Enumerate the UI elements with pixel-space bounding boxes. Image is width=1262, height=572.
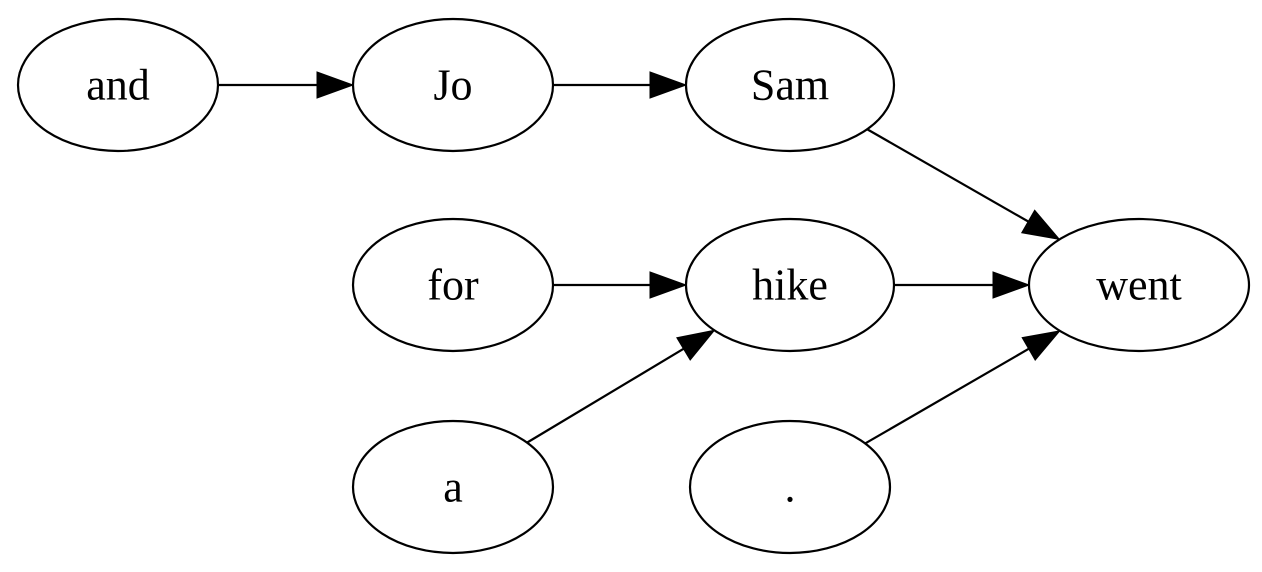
node-ellipse — [684, 17, 896, 153]
edge-dot-went — [864, 330, 1062, 445]
node-jo: Jo — [351, 17, 555, 153]
node-ellipse — [351, 419, 555, 555]
node-hike: hike — [684, 217, 896, 353]
edge-sam-went — [866, 128, 1061, 241]
edge-and-jo — [218, 71, 355, 99]
node-label: . — [785, 463, 796, 512]
arrowhead-icon — [1020, 209, 1061, 241]
node-label: for — [427, 261, 479, 310]
edge-hike-went — [894, 271, 1031, 299]
node-ellipse — [684, 217, 896, 353]
node-label: Jo — [433, 61, 472, 110]
edges-layer — [218, 71, 1062, 445]
node-label: Sam — [751, 61, 829, 110]
node-label: a — [443, 463, 463, 512]
edge-for-hike — [553, 271, 688, 299]
node-label: hike — [752, 261, 828, 310]
node-label: and — [86, 61, 150, 110]
node-ellipse — [351, 17, 555, 153]
edge-a-hike — [526, 329, 716, 444]
arrowhead-icon — [676, 329, 716, 361]
node-and: and — [16, 17, 220, 153]
node-ellipse — [351, 217, 555, 353]
edge-jo-sam — [553, 71, 688, 99]
edge-line — [866, 128, 1029, 223]
node-dot: . — [688, 419, 892, 555]
arrowhead-icon — [649, 71, 688, 99]
node-for: for — [351, 217, 555, 353]
arrowhead-icon — [1021, 330, 1062, 361]
node-ellipse — [1027, 217, 1251, 353]
arrowhead-icon — [992, 271, 1031, 299]
arrowhead-icon — [316, 71, 355, 99]
edge-line — [864, 347, 1030, 445]
node-sam: Sam — [684, 17, 896, 153]
node-label: went — [1096, 261, 1182, 310]
node-went: went — [1027, 217, 1251, 353]
nodes-layer: and Jo Sam for hike went a. — [16, 17, 1251, 555]
node-ellipse — [16, 17, 220, 153]
node-a: a — [351, 419, 555, 555]
node-ellipse — [688, 419, 892, 555]
edge-line — [526, 347, 685, 444]
arrowhead-icon — [649, 271, 688, 299]
